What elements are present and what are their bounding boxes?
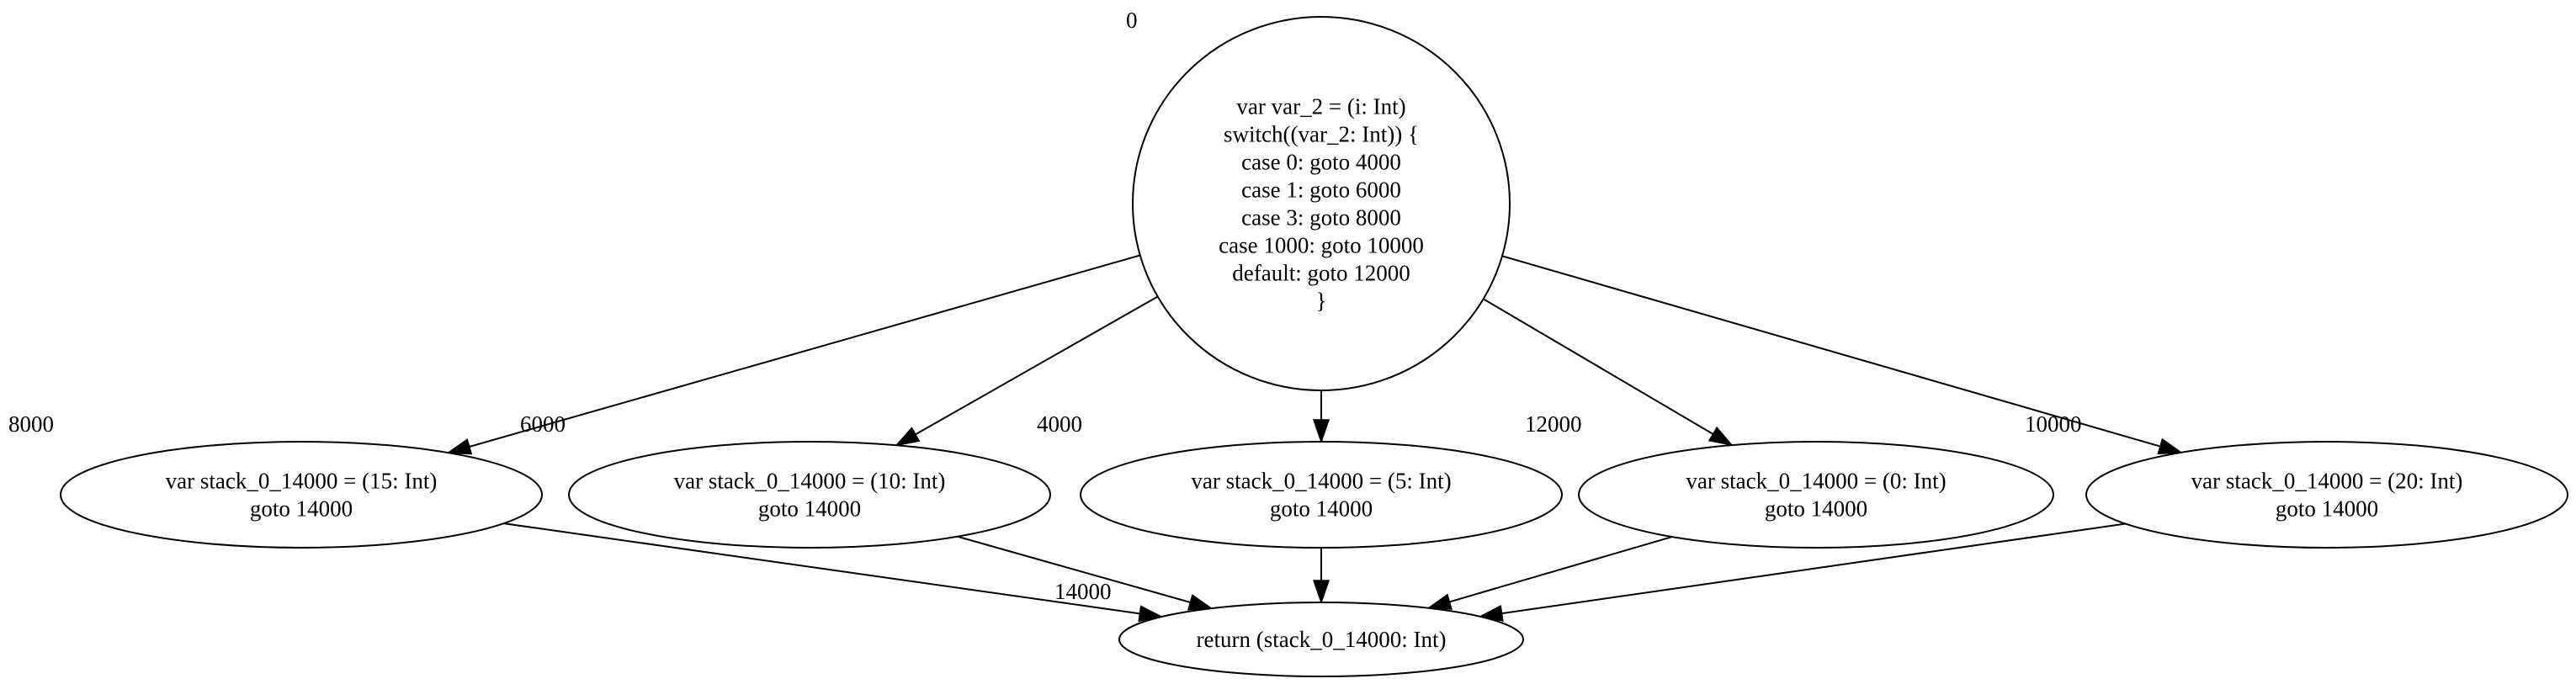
node-code-line: case 3: goto 8000 (1241, 205, 1401, 231)
edge-n4000-to-n14000 (1312, 548, 1330, 605)
node-id-label: 14000 (1054, 579, 1112, 604)
node-id-label: 4000 (1037, 411, 1082, 437)
edge-line (1501, 255, 2161, 448)
node-4000: 4000 var stack_0_14000 = (5: Int)goto 140… (1037, 411, 1563, 549)
node-code-line: var stack_0_14000 = (0: Int) (1686, 469, 1946, 494)
edge-line (469, 254, 1141, 448)
edge-line (1501, 522, 2126, 615)
arrowhead-icon (1312, 580, 1330, 605)
node-id-label: 12000 (1525, 411, 1582, 437)
node-code-line: return (stack_0_14000: Int) (1197, 627, 1447, 652)
node-id-label: 0 (1126, 8, 1138, 33)
node-ellipse (2085, 441, 2568, 549)
node-code-line: var stack_0_14000 = (20: Int) (2191, 469, 2463, 494)
edge-line (915, 295, 1159, 436)
node-ellipse (1118, 602, 1524, 677)
node-id-label: 6000 (520, 411, 566, 437)
node-ellipse (568, 441, 1051, 549)
edge-n12000-to-n14000 (1426, 536, 1673, 610)
node-0: 0 var var_2 = (i: Int) switch((var_2: Int)… (1126, 8, 1511, 391)
arrowhead-icon (446, 438, 473, 455)
node-ellipse (60, 441, 543, 549)
node-code-line: } (1316, 289, 1327, 314)
edge-line (1483, 298, 1714, 435)
edge-n0-to-n12000 (1483, 298, 1734, 447)
edge-n0-to-n8000 (446, 254, 1141, 455)
edge-n0-to-n6000 (895, 295, 1159, 447)
node-code-line: case 0: goto 4000 (1241, 150, 1401, 175)
node-code-line: var var_2 = (i: Int) (1236, 94, 1405, 119)
node-code-line: var stack_0_14000 = (15: Int) (166, 469, 438, 494)
node-code-line: switch((var_2: Int)) { (1224, 122, 1419, 147)
node-ellipse (1132, 16, 1511, 391)
node-code-line: case 1: goto 6000 (1241, 178, 1401, 203)
node-14000: 14000 return (stack_0_14000: Int) (1054, 579, 1524, 677)
edge-line (1449, 536, 1673, 603)
node-12000: 12000 var stack_0_14000 = (0: Int)goto 14… (1525, 411, 2054, 549)
edge-line (503, 522, 1140, 615)
arrowhead-icon (895, 427, 921, 447)
node-10000: 10000 var stack_0_14000 = (20: Int)goto 1… (2025, 411, 2568, 549)
node-code-line: goto 14000 (2276, 496, 2378, 522)
node-id-label: 10000 (2025, 411, 2082, 437)
node-code-line: goto 14000 (758, 496, 861, 522)
node-code-line: goto 14000 (250, 496, 353, 522)
node-6000: 6000 var stack_0_14000 = (10: Int)goto 14… (520, 411, 1051, 549)
node-8000: 8000 var stack_0_14000 = (15: Int)goto 14… (8, 411, 543, 549)
node-code-line: goto 14000 (1270, 496, 1373, 522)
node-code-line: default: goto 12000 (1232, 261, 1410, 286)
node-code-line: var stack_0_14000 = (5: Int) (1191, 469, 1451, 494)
edge-n0-to-n10000 (1501, 255, 2183, 455)
node-id-label: 8000 (8, 411, 54, 437)
arrowhead-icon (1187, 594, 1214, 611)
arrowhead-icon (2157, 437, 2183, 455)
edge-n0-to-n4000 (1312, 390, 1330, 444)
arrowhead-icon (1426, 593, 1453, 610)
arrowhead-icon (1312, 419, 1330, 444)
arrowhead-icon (1708, 426, 1734, 447)
edge-line (957, 535, 1191, 603)
node-code-line: var stack_0_14000 = (10: Int) (674, 469, 946, 494)
node-code-line: goto 14000 (1765, 496, 1867, 522)
node-ellipse (1578, 441, 2054, 549)
node-code-line: case 1000: goto 10000 (1219, 233, 1424, 258)
node-ellipse (1080, 441, 1563, 549)
nodes-layer: 0 var var_2 = (i: Int) switch((var_2: Int)… (8, 8, 2568, 677)
